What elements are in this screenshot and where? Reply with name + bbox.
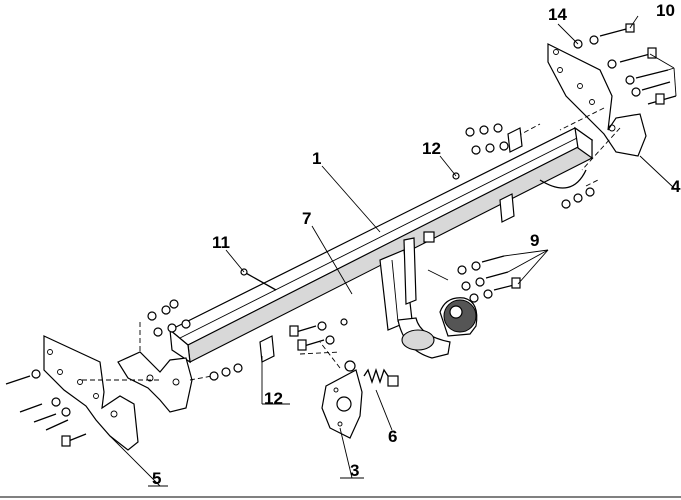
label-part-9: 9	[530, 231, 539, 250]
leader-lines	[109, 15, 677, 487]
label-part-1: 1	[312, 149, 321, 168]
fasteners-left-lower	[189, 363, 243, 381]
label-part-11: 11	[212, 233, 230, 252]
fasteners-right-lower	[561, 179, 599, 209]
label-part-5: 5	[152, 469, 161, 488]
fasteners-left-upper	[147, 299, 191, 337]
fasteners-center-right	[457, 255, 521, 303]
label-part-4: 4	[671, 177, 681, 196]
fasteners-far-left	[5, 369, 87, 447]
label-part-10: 10	[656, 1, 675, 20]
label-part-12-bottom: 12	[264, 389, 283, 408]
label-part-7: 7	[302, 209, 311, 228]
label-part-12-top: 12	[422, 139, 441, 158]
socket-plate	[319, 341, 363, 439]
label-part-3: 3	[350, 461, 359, 480]
fasteners-center-left	[289, 318, 348, 355]
main-crossbar	[168, 126, 594, 364]
right-side-bracket	[539, 43, 647, 189]
label-part-6: 6	[388, 427, 397, 446]
label-part-14: 14	[548, 5, 567, 24]
left-side-bracket	[43, 335, 139, 451]
left-mounting-plate	[82, 322, 193, 413]
mounting-brackets-small	[259, 127, 523, 363]
ball-mount-assembly	[379, 237, 478, 359]
spring-bolt	[344, 360, 399, 387]
fasteners-upper-middle	[452, 123, 541, 180]
